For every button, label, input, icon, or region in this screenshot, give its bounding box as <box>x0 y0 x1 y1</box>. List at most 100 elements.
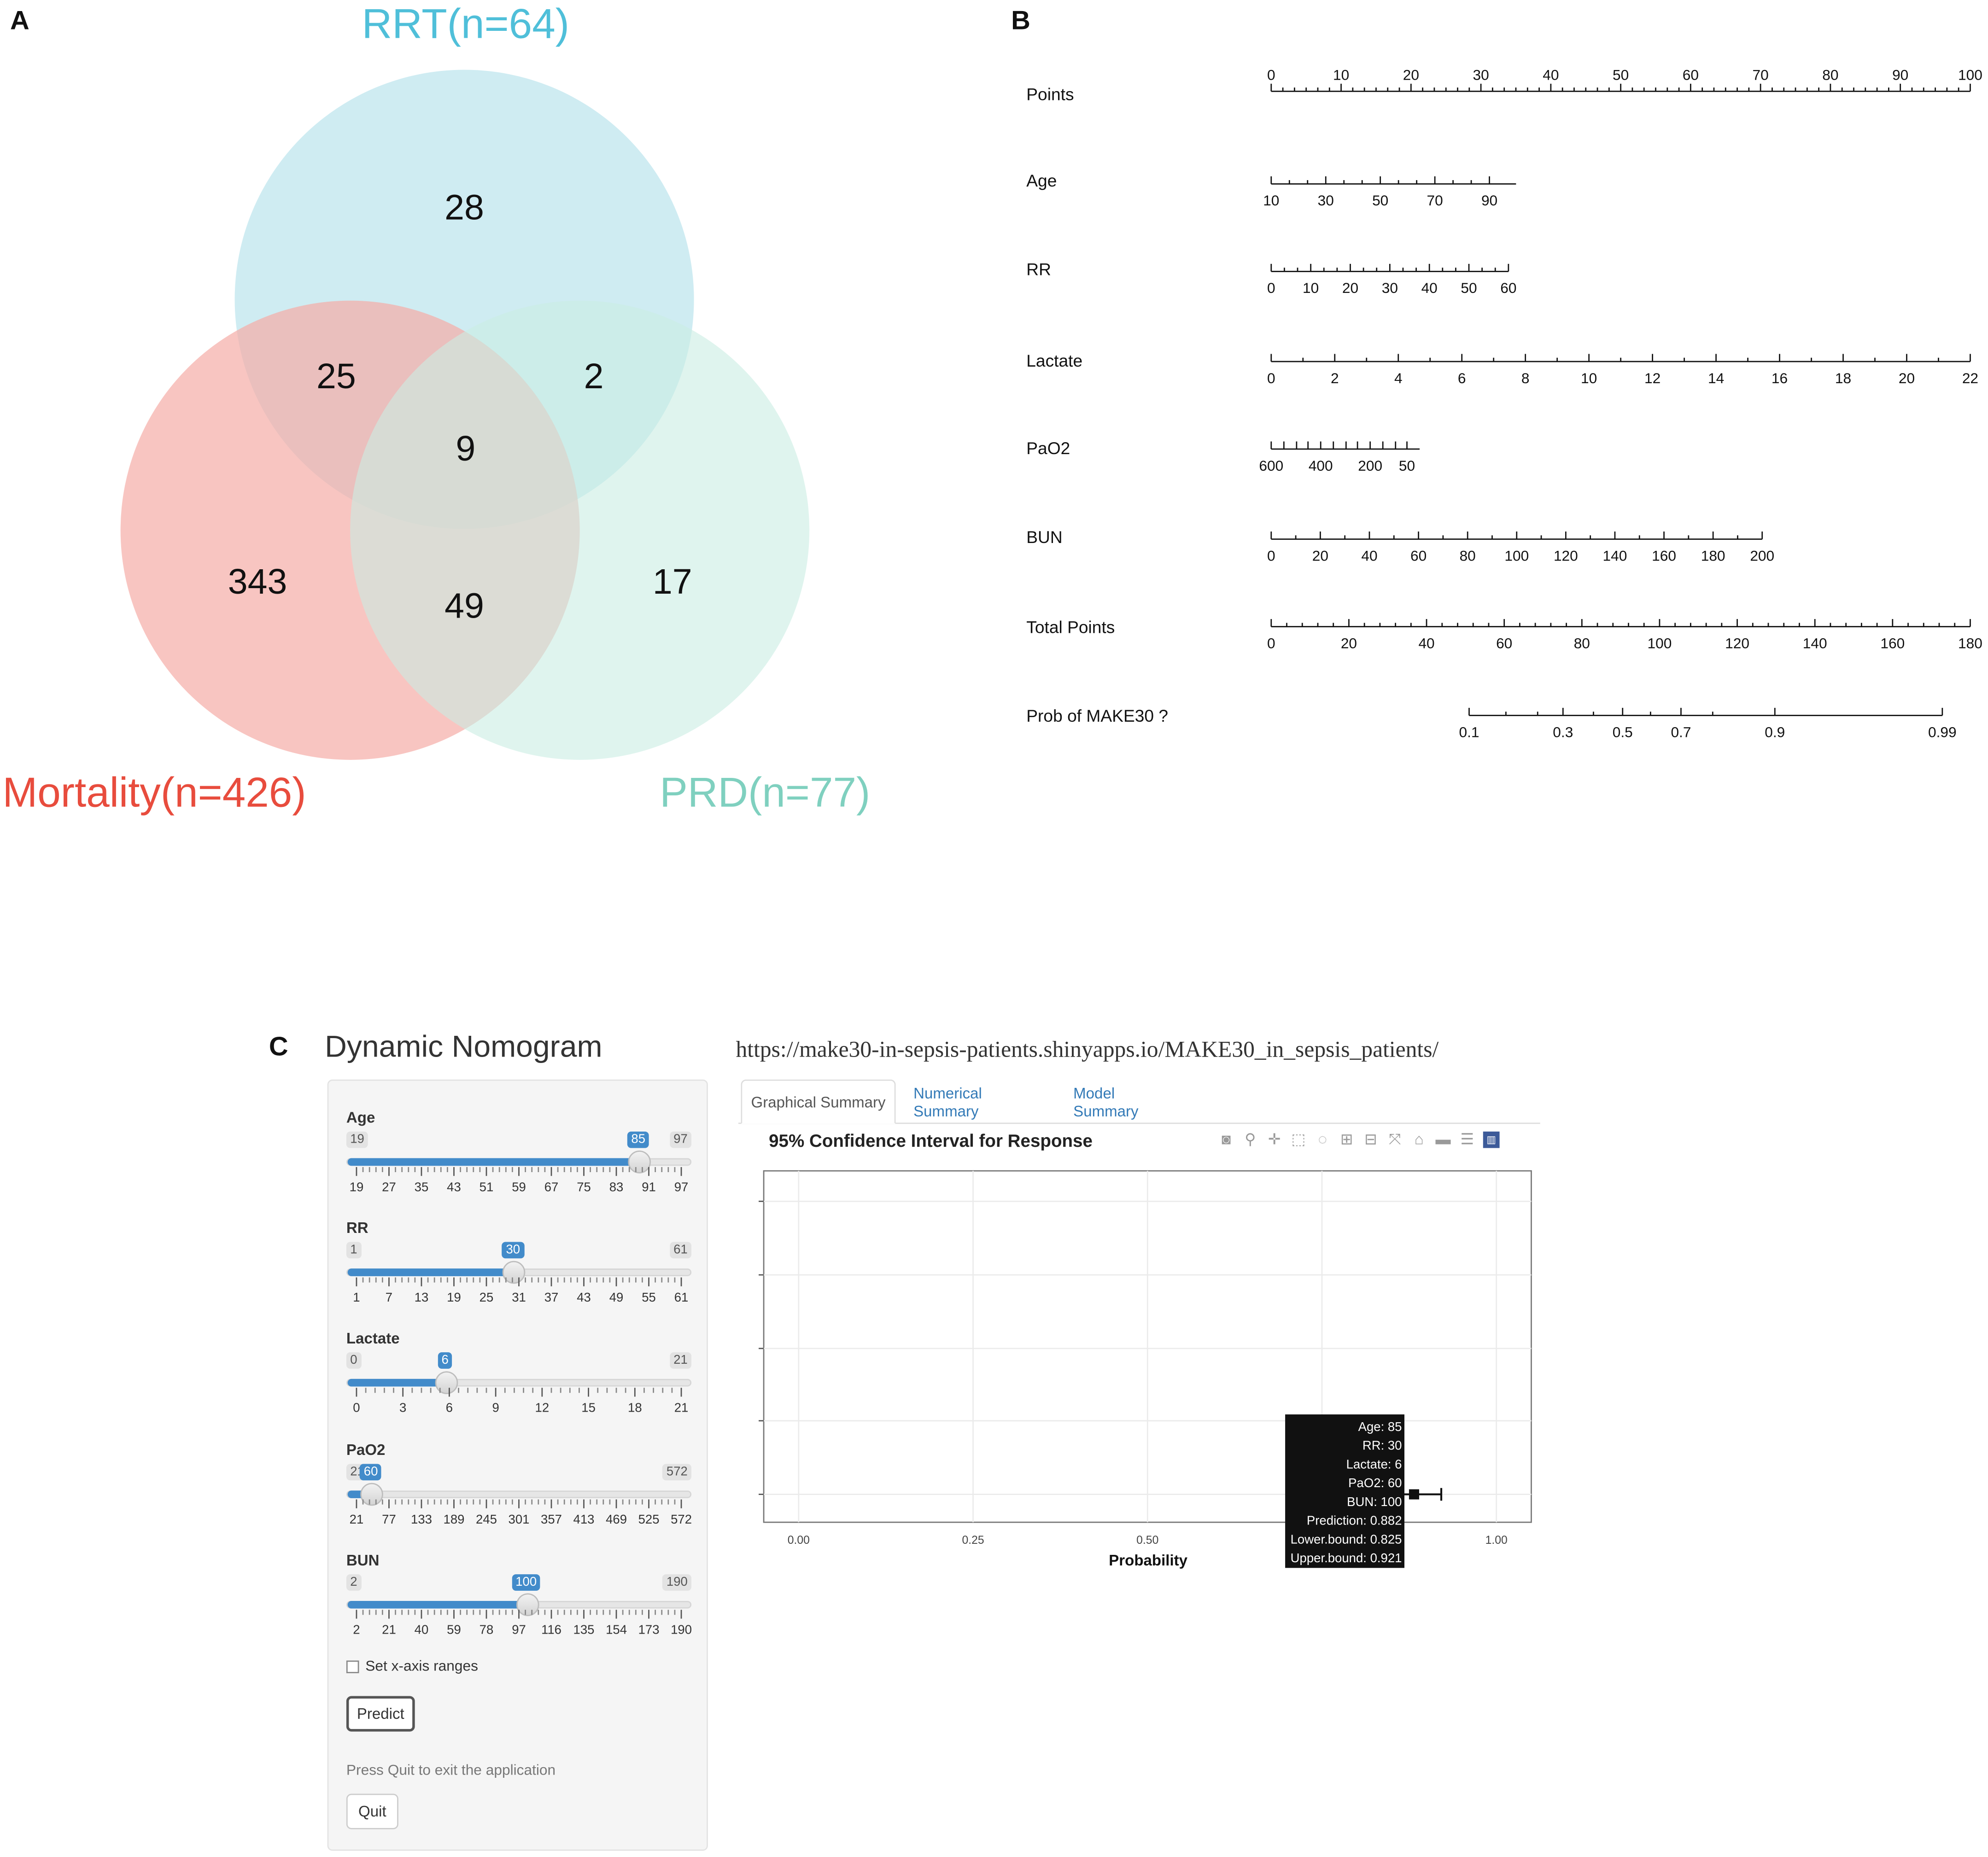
tooltip-line: Lactate: 6 <box>1346 1457 1402 1471</box>
slider-handle[interactable] <box>628 1150 651 1174</box>
camera-icon[interactable]: ◙ <box>1222 1129 1231 1148</box>
nomogram-row-lactate-label: Lactate <box>1026 351 1082 370</box>
slider-handle[interactable] <box>503 1261 526 1284</box>
spike-icon[interactable]: ▬ <box>1435 1129 1451 1148</box>
prediction-point[interactable] <box>1409 1489 1419 1500</box>
slider-tick-label: 35 <box>415 1180 429 1194</box>
slider-track[interactable] <box>346 1593 692 1616</box>
nomogram-tick-label: 120 <box>1725 635 1749 651</box>
plot-toolbar: ◙ ⚲ ✛ ⬚ ◌ ⊞ ⊟ ⤧ ⌂ ▬ ☰ ▥ <box>1218 1129 1500 1149</box>
slider-tick-label: 0 <box>353 1401 360 1415</box>
slider-value-chip: 85 <box>627 1131 649 1148</box>
nomogram-tick-label: 80 <box>1460 547 1476 564</box>
nomogram-tick-label: 40 <box>1421 280 1438 296</box>
zoom-in-icon[interactable]: ⊞ <box>1340 1129 1353 1148</box>
nomogram-tick-label: 100 <box>1504 547 1529 564</box>
slider-tick-label: 67 <box>544 1180 559 1194</box>
home-icon[interactable]: ⌂ <box>1414 1129 1424 1148</box>
nomogram-tick-label: 120 <box>1554 547 1578 564</box>
nomogram-tick-label: 22 <box>1962 370 1978 386</box>
nomogram-tick-label: 40 <box>1361 547 1377 564</box>
nomogram-tick-label: 0.5 <box>1613 724 1633 740</box>
slider-tick-label: 51 <box>479 1180 494 1194</box>
slider-label: PaO2 <box>346 1441 386 1459</box>
nomogram-tick-label: 40 <box>1418 635 1434 651</box>
tab-model-summary[interactable]: Model Summary <box>1073 1084 1139 1120</box>
nomogram-tick-label: 600 <box>1259 457 1283 474</box>
slider-tick-label: 78 <box>479 1623 494 1637</box>
nomogram-tick-label: 40 <box>1543 67 1559 83</box>
quit-button[interactable]: Quit <box>346 1793 398 1829</box>
nomogram-tick-label: 6 <box>1458 370 1466 386</box>
checkbox-box[interactable] <box>346 1660 359 1673</box>
nomogram-tick-label: 0.99 <box>1928 724 1957 740</box>
slider-handle[interactable] <box>516 1593 539 1616</box>
x-axis-title: Probability <box>1109 1552 1187 1569</box>
slider-max-chip: 97 <box>669 1131 692 1148</box>
slider-tick-label: 1 <box>353 1290 360 1304</box>
slider-track[interactable] <box>346 1150 692 1174</box>
nomogram-tick-label: 80 <box>1822 67 1838 83</box>
tab-graphical-summary[interactable]: Graphical Summary <box>741 1079 896 1124</box>
nomogram-tick-label: 0 <box>1267 635 1275 651</box>
pan-icon[interactable]: ✛ <box>1268 1129 1281 1148</box>
slider-tick-label: 2 <box>353 1623 360 1637</box>
slider-track[interactable] <box>346 1483 692 1506</box>
nomogram-tick-label: 50 <box>1372 192 1388 209</box>
nomogram-tick-label: 60 <box>1683 67 1699 83</box>
slider-track[interactable] <box>346 1371 692 1394</box>
slider-label: RR <box>346 1219 368 1237</box>
tab-numerical-summary[interactable]: Numerical Summary <box>913 1084 982 1120</box>
predict-button[interactable]: Predict <box>346 1696 415 1732</box>
nomogram-tick-label: 20 <box>1403 67 1419 83</box>
slider-tick-label: 37 <box>544 1290 559 1304</box>
tooltip-line: Age: 85 <box>1358 1419 1402 1434</box>
slider-tick-label: 6 <box>446 1401 453 1415</box>
nomogram-tick-label: 18 <box>1835 370 1851 386</box>
nomogram-tick-label: 0.9 <box>1765 724 1785 740</box>
slider-handle[interactable] <box>361 1483 384 1506</box>
slider-fill <box>347 1600 527 1609</box>
slider-tick-label: 245 <box>476 1512 497 1526</box>
slider-track[interactable] <box>346 1261 692 1284</box>
lasso-icon[interactable]: ◌ <box>1318 1129 1327 1148</box>
slider-tick-label: 173 <box>638 1623 660 1637</box>
zoom-out-icon[interactable]: ⊟ <box>1364 1129 1377 1148</box>
nomogram-tick-label: 70 <box>1427 192 1443 209</box>
slider-tick-label: 18 <box>628 1401 642 1415</box>
slider-tick-label: 75 <box>577 1180 591 1194</box>
set-x-axis-ranges-checkbox[interactable]: Set x-axis ranges <box>346 1659 478 1675</box>
slider-tick-label: 154 <box>606 1623 627 1637</box>
slider-tick-label: 27 <box>382 1180 396 1194</box>
slider-fill <box>347 1158 640 1166</box>
nomogram-tick-label: 180 <box>1958 635 1982 651</box>
plotly-logo-icon[interactable]: ▥ <box>1483 1131 1500 1148</box>
slider-handle[interactable] <box>435 1371 458 1394</box>
nomogram-tick-label: 20 <box>1899 370 1915 386</box>
venn-count-prd-only: 17 <box>653 562 692 601</box>
nomogram-row-points-label: Points <box>1026 85 1074 104</box>
slider-max-chip: 572 <box>662 1464 692 1481</box>
venn-count-rrt-prd: 2 <box>584 356 604 396</box>
autoscale-icon[interactable]: ⤧ <box>1389 1129 1401 1148</box>
nomogram-tick-label: 90 <box>1481 192 1497 209</box>
panel-label-a: A <box>10 6 29 36</box>
compare-icon[interactable]: ☰ <box>1460 1129 1474 1148</box>
nomogram-row-bun-label: BUN <box>1026 527 1062 547</box>
box-select-icon[interactable]: ⬚ <box>1291 1129 1306 1148</box>
zoom-icon[interactable]: ⚲ <box>1245 1129 1256 1148</box>
slider-tick-label: 525 <box>638 1512 660 1526</box>
nomogram-row-pao2-label: PaO2 <box>1026 438 1070 458</box>
slider-tick-label: 19 <box>447 1290 461 1304</box>
slider-tick-label: 190 <box>671 1623 692 1637</box>
